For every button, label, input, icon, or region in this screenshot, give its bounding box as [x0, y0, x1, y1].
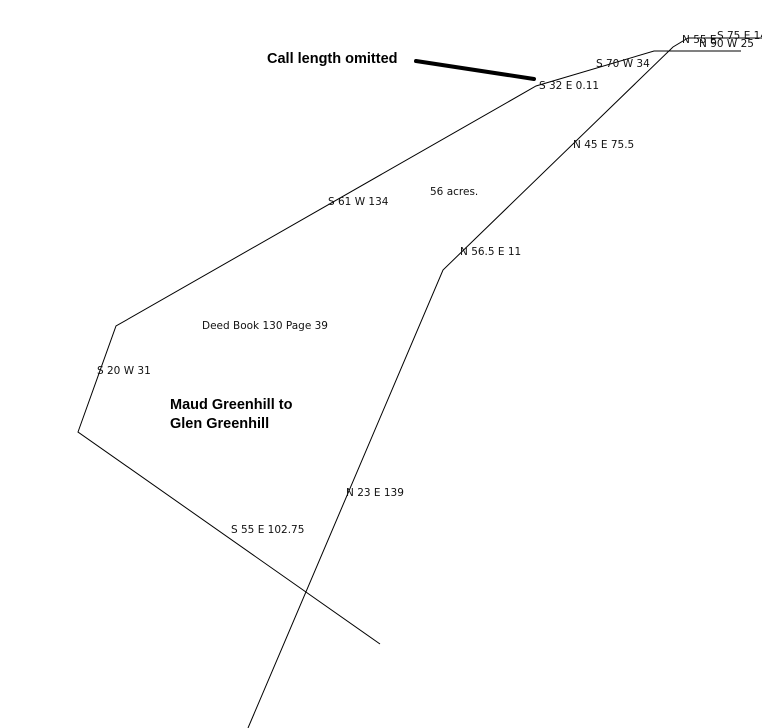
call-n23e: N 23 E 139 [346, 487, 404, 499]
call-n55e: N 55 E [682, 34, 717, 46]
call-s61w: S 61 W 134 [328, 196, 389, 208]
area-label: 56 acres. [430, 186, 478, 198]
call-s55e: S 55 E 102.75 [231, 524, 304, 536]
conveyance-title-line-2: Glen Greenhill [170, 416, 269, 432]
call-length-omitted-note: Call length omitted [267, 51, 398, 67]
conveyance-title-line-1: Maud Greenhill to [170, 397, 293, 413]
call-n45e: N 45 E 75.5 [573, 139, 634, 151]
annotation-pointer [414, 59, 536, 81]
call-n90w: N 90 W 25 [699, 38, 754, 50]
call-n56-5e: N 56.5 E 11 [460, 246, 521, 258]
call-s20w: S 20 W 31 [97, 365, 151, 377]
deed-reference: Deed Book 130 Page 39 [202, 320, 328, 332]
boundary-east-side [247, 37, 762, 728]
call-s70w: S 70 W 34 [596, 58, 650, 70]
call-s32e: S 32 E 0.11 [539, 80, 599, 92]
call-s75e: S 75 E 14 [717, 30, 762, 42]
